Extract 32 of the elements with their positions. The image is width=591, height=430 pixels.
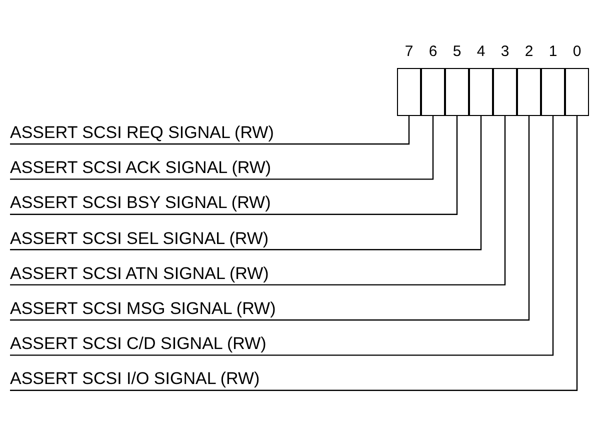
register-bit-cell <box>445 68 469 116</box>
leader-line <box>10 116 458 215</box>
leader-line <box>10 116 530 321</box>
signal-label: ASSERT SCSI C/D SIGNAL (RW) <box>10 334 266 354</box>
signal-label: ASSERT SCSI MSG SIGNAL (RW) <box>10 299 276 319</box>
bit-number: 5 <box>452 44 462 60</box>
register-bit-cell <box>565 68 589 116</box>
bit-number: 4 <box>476 44 486 60</box>
signal-label: ASSERT SCSI BSY SIGNAL (RW) <box>10 193 271 214</box>
signal-label: ASSERT SCSI I/O SIGNAL (RW) <box>10 369 260 390</box>
signal-label: ASSERT SCSI ATN SIGNAL (RW) <box>10 264 269 284</box>
register-bit-cell <box>469 68 493 116</box>
signal-label: ASSERT SCSI ACK SIGNAL (RW) <box>10 158 272 178</box>
bit-number: 3 <box>500 44 510 60</box>
register-bit-cell <box>421 68 445 116</box>
leader-line <box>10 116 482 250</box>
bit-number: 0 <box>572 44 582 60</box>
register-bit-cell <box>493 68 517 116</box>
register-bit-cell <box>517 68 541 116</box>
register-bit-cell <box>397 68 421 116</box>
leader-line <box>10 116 578 391</box>
register-bit-cell <box>541 68 565 116</box>
signal-label: ASSERT SCSI SEL SIGNAL (RW) <box>10 228 269 249</box>
bit-number: 6 <box>428 44 438 60</box>
leader-line <box>10 116 434 180</box>
bit-number: 7 <box>404 44 414 60</box>
leader-line <box>10 116 410 145</box>
bit-number: 1 <box>548 44 558 60</box>
signal-label: ASSERT SCSI REQ SIGNAL (RW) <box>10 123 274 143</box>
leader-line <box>10 116 554 356</box>
leader-line <box>10 116 506 286</box>
bit-number: 2 <box>524 44 534 60</box>
